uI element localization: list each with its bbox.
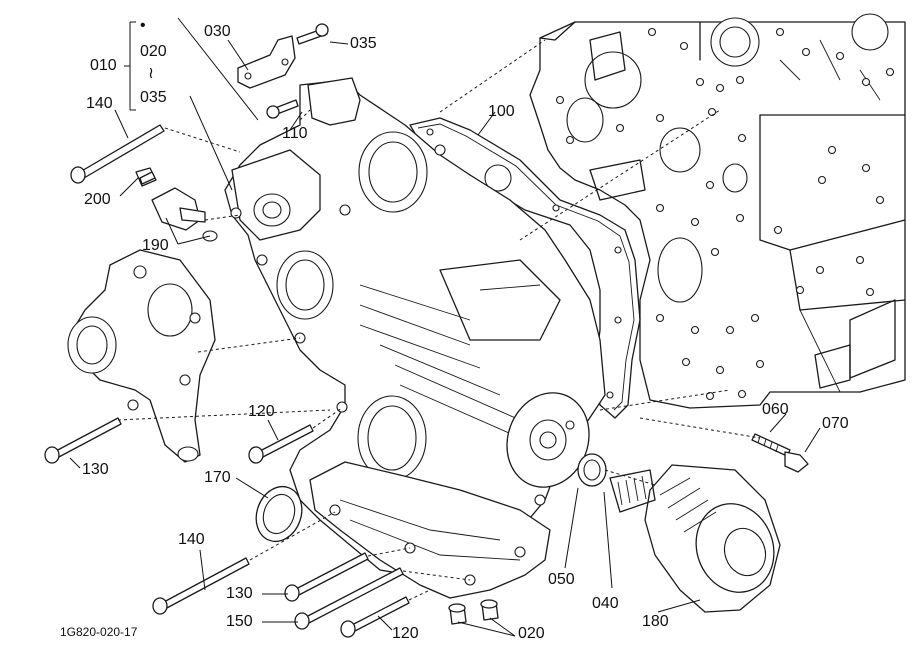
callout-130-left: 130 (82, 461, 109, 478)
callout-020-plugs: 020 (518, 625, 545, 642)
drawing-code: 1G820-020-17 (60, 625, 138, 639)
callout-010: 010 (90, 57, 117, 74)
gear-case-icon (224, 77, 606, 599)
callout-170: 170 (204, 469, 231, 486)
callout-070: 070 (822, 415, 849, 432)
oil-filter-icon (609, 464, 781, 613)
callout-100: 100 (488, 103, 515, 120)
callout-140-upper: 140 (86, 95, 113, 112)
callout-180: 180 (642, 613, 669, 630)
plug-icon (448, 599, 499, 625)
callout-050: 050 (548, 571, 575, 588)
callout-035: 035 (140, 89, 167, 106)
water-pump-icon (67, 249, 216, 463)
callout-035-bolt: 035 (350, 35, 377, 52)
callout-140-lower: 140 (178, 531, 205, 548)
callout-190: 190 (142, 237, 169, 254)
range-tilde: ≀ (148, 65, 154, 82)
callout-110: 110 (282, 125, 308, 142)
leader-lines (69, 17, 821, 637)
explode-lines (117, 39, 761, 601)
callout-130-lower: 130 (226, 585, 253, 602)
callout-200: 200 (84, 191, 111, 208)
callout-120-lower: 120 (392, 625, 419, 642)
engine-block-icon (529, 13, 906, 409)
bolt-icon (44, 23, 809, 638)
callout-020: 020 (140, 43, 167, 60)
range-dot: • (140, 17, 146, 34)
callout-040: 040 (592, 595, 619, 612)
oil-seal-icon (255, 485, 303, 543)
callout-060: 060 (762, 401, 789, 418)
callout-150: 150 (226, 613, 253, 630)
bracket-icon (237, 35, 296, 89)
callout-030: 030 (204, 23, 231, 40)
callout-120-upper: 120 (248, 403, 275, 420)
